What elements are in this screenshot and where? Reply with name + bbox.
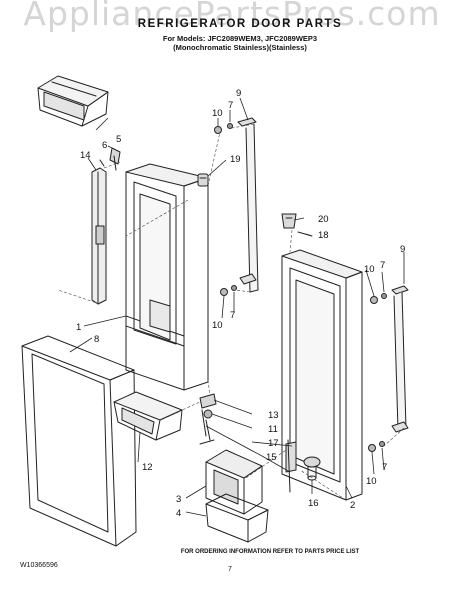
callout-18: 18 — [318, 230, 329, 241]
callout-11: 11 — [268, 424, 278, 435]
page-subtitle: For Models: JFC2089WEM3, JFC2089WEP3 (Mo… — [90, 34, 390, 52]
subtitle-finish: (Monochromatic Stainless)(Stainless) — [173, 43, 307, 52]
page-title: REFRIGERATOR DOOR PARTS — [137, 18, 343, 30]
callout-10-right: 10 — [364, 264, 375, 275]
upper-door-bin-part-5 — [37, 75, 109, 127]
lower-door-bin-part-12 — [113, 391, 183, 441]
callout-16: 16 — [308, 498, 319, 509]
ordering-note: FOR ORDERING INFORMATION REFER TO PARTS … — [180, 549, 360, 555]
right-hinge-hardware — [368, 285, 409, 452]
callout-3: 3 — [176, 494, 181, 505]
callout-6: 6 — [102, 140, 107, 151]
bin-assembly-part-3 — [205, 449, 263, 515]
left-door-part-1 — [125, 163, 209, 391]
leader-lines — [69, 97, 405, 517]
bin-tray-part-4 — [205, 493, 269, 543]
document-id: W10366596 — [20, 562, 58, 569]
callout-5: 5 — [116, 134, 121, 145]
callout-19: 19 — [230, 154, 241, 165]
callout-7-lower-right: 7 — [382, 462, 387, 473]
callout-20: 20 — [318, 214, 329, 225]
screw-part-6 — [109, 147, 121, 171]
door-closer-bar-part-14 — [91, 159, 107, 305]
door-gasket-part-8 — [21, 335, 137, 547]
callout-14: 14 — [80, 150, 91, 161]
callout-9-top: 9 — [236, 88, 241, 99]
callout-15: 15 — [266, 452, 277, 463]
callout-1: 1 — [76, 322, 81, 333]
right-door-part-2 — [281, 249, 363, 501]
upper-hinge-hardware — [214, 117, 259, 296]
callout-7-right: 7 — [380, 260, 385, 271]
callout-9-right: 9 — [400, 244, 405, 255]
callout-12: 12 — [142, 462, 153, 473]
page-number: 7 — [228, 566, 232, 573]
cap-part-20 — [281, 213, 297, 229]
subtitle-models: For Models: JFC2089WEM3, JFC2089WEP3 — [162, 34, 318, 43]
callout-17: 17 — [268, 438, 279, 449]
callout-10-mid: 10 — [212, 320, 223, 331]
callout-7-mid: 7 — [230, 310, 235, 321]
pins-part-15 — [201, 409, 291, 493]
callout-10-top: 10 — [212, 108, 223, 119]
callout-10-lower-right: 10 — [366, 476, 377, 487]
callout-8: 8 — [94, 334, 99, 345]
callout-13: 13 — [268, 410, 279, 421]
callout-4: 4 — [176, 508, 181, 519]
alignment-lines — [57, 123, 405, 501]
plug-part-19 — [197, 173, 209, 187]
bushing-part-16 — [303, 456, 321, 481]
callout-2: 2 — [350, 500, 355, 511]
watermark: AppliancePartsPros.com — [23, 0, 441, 33]
callout-labels: 10 7 9 5 6 14 19 20 18 10 7 10 7 9 1 8 1… — [76, 88, 405, 519]
callout-7-top: 7 — [228, 100, 233, 111]
